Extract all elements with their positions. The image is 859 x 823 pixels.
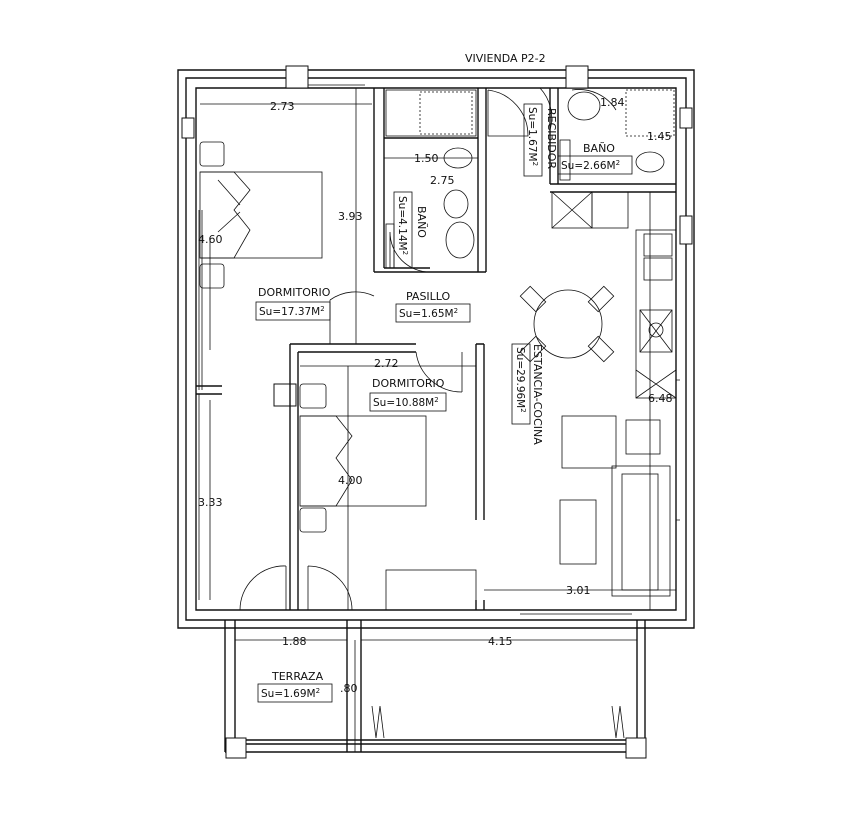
room-name-dormitorio-1: DORMITORIO (258, 286, 331, 299)
room-area-terraza: Su=1.69M2 (261, 687, 320, 700)
living-furniture (559, 415, 671, 597)
dim-4-00: 4.00 (338, 474, 363, 487)
bed-main (199, 141, 323, 289)
room-area-pasillo: Su=1.65M2 (399, 307, 458, 320)
columns (181, 65, 693, 759)
room-area-estancia: Su=29.96M2 (514, 347, 527, 413)
dim-4-60: 4.60 (198, 233, 223, 246)
room-area-bano-2: Su=2.66M2 (561, 159, 620, 172)
room-area-bano-1: Su=4.14M2 (396, 196, 409, 255)
dim-3-01: 3.01 (566, 584, 591, 597)
dim-2-73: 2.73 (270, 100, 295, 113)
room-name-recibidor: RECIBIDOR (545, 108, 558, 169)
dim-0-80: .80 (340, 682, 358, 695)
dim-3-33: 3.33 (198, 496, 223, 509)
dim-1-45: 1.45 (647, 130, 672, 143)
bed-second (299, 383, 477, 611)
dimension-lines (200, 88, 676, 752)
kitchen-counter (551, 191, 677, 399)
dim-1-84: 1.84 (600, 96, 625, 109)
room-area-recibidor: Su=1.67M2 (526, 107, 539, 166)
outer-walls (177, 69, 695, 753)
room-name-terraza: TERRAZA (271, 670, 324, 683)
plan-title: VIVIENDA P2-2 (465, 52, 546, 65)
room-name-bano-2: BAÑO (583, 142, 615, 155)
dim-3-93: 3.93 (338, 210, 363, 223)
room-name-bano-1: BAÑO (415, 206, 428, 238)
dim-2-75: 2.75 (430, 174, 455, 187)
room-name-estancia: ESTANCIA-COCINA (531, 344, 544, 445)
dim-4-15: 4.15 (488, 635, 513, 648)
room-name-pasillo: PASILLO (406, 290, 451, 303)
interior-walls (196, 84, 680, 615)
bath-fixtures (385, 89, 675, 269)
room-name-dormitorio-2: DORMITORIO (372, 377, 445, 390)
room-area-dormitorio-1: Su=17.37M2 (259, 305, 325, 318)
dim-6-48: 6.48 (648, 392, 673, 405)
dim-1-88: 1.88 (282, 635, 307, 648)
dim-2-72: 2.72 (374, 357, 399, 370)
dim-1-50: 1.50 (414, 152, 439, 165)
terrace-railings (371, 705, 625, 739)
doors (239, 87, 617, 611)
room-area-dormitorio-2: Su=10.88M2 (373, 396, 439, 409)
